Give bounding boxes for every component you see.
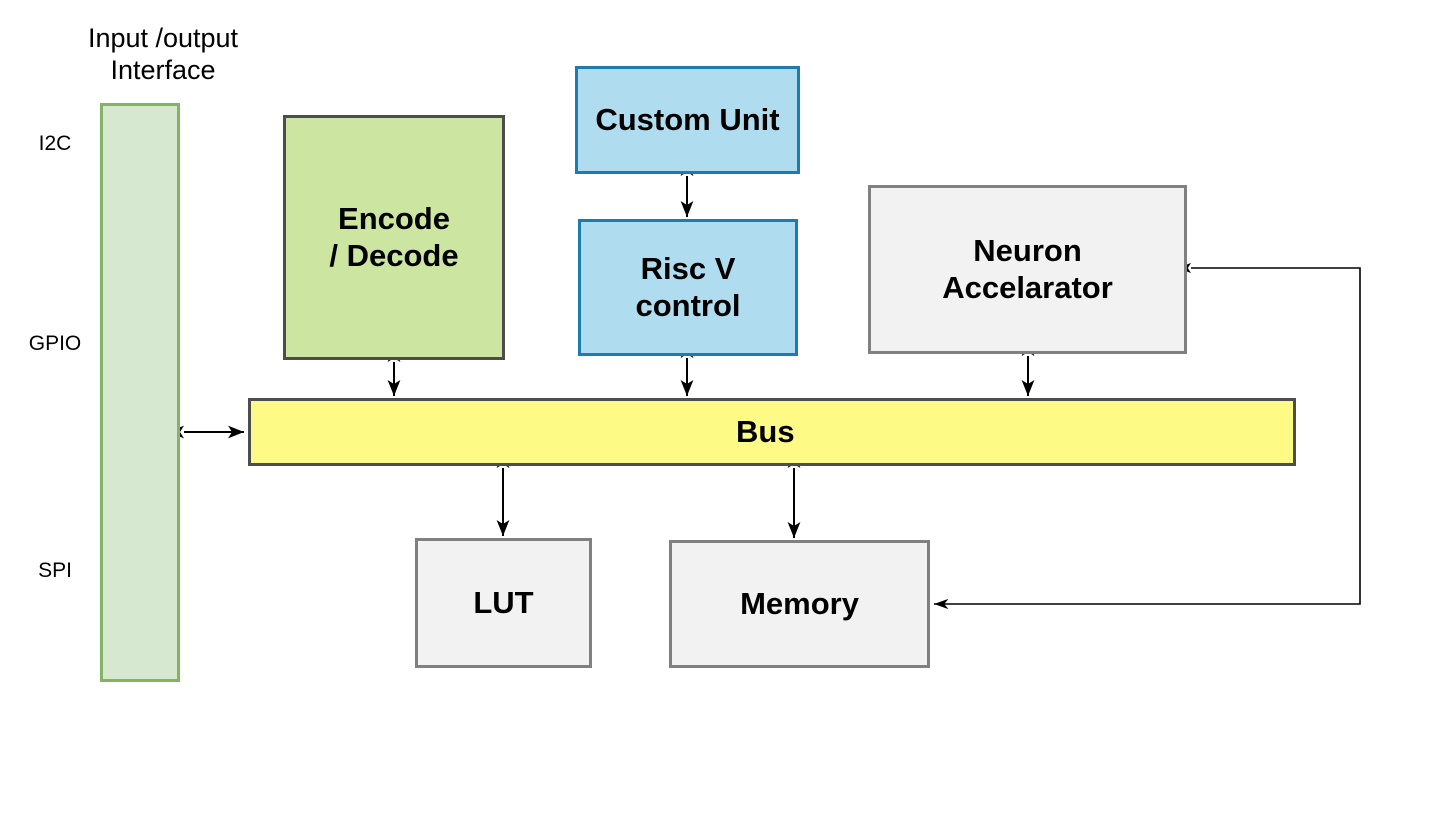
io-interface-title: Input /output Interface [87,23,239,86]
block-bus[interactable]: Bus [248,398,1296,466]
protocol-label-i2c: I2C [38,132,72,155]
block-neuron-accelerator[interactable]: Neuron Accelarator [868,185,1187,354]
block-encode-decode[interactable]: Encode / Decode [283,115,505,360]
io-interface-bar[interactable] [100,103,180,682]
protocol-label-spi: SPI [38,559,72,582]
protocol-label-gpio: GPIO [28,332,82,355]
block-memory[interactable]: Memory [669,540,930,668]
block-risc-v-control[interactable]: Risc V control [578,219,798,356]
block-custom-unit[interactable]: Custom Unit [575,66,800,174]
block-lut[interactable]: LUT [415,538,592,668]
